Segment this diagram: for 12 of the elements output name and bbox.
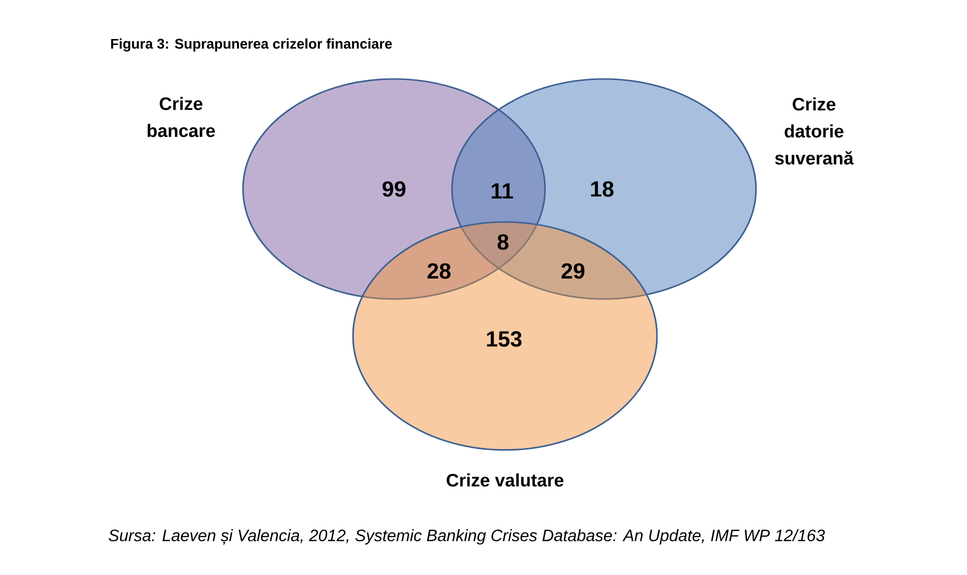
figure-title: Figura 3: Suprapunerea crizelor financiare — [111, 38, 392, 52]
region-count: 99 — [382, 181, 406, 197]
set-label: Crize datorie suverană — [775, 97, 854, 165]
region-count: 153 — [487, 331, 522, 347]
region-count: 28 — [428, 263, 451, 279]
region-count: 11 — [492, 183, 514, 199]
region-count: 8 — [498, 234, 508, 250]
set-label: Crize bancare — [148, 96, 215, 138]
region-count: 29 — [562, 263, 584, 279]
region-count: 18 — [591, 181, 614, 197]
set-label: Crize valutare — [446, 473, 564, 487]
source-note: Sursa: Laeven și Valencia, 2012, Systemic Banking Crises Database: An Update, IMF WP 12/163 — [108, 529, 825, 545]
